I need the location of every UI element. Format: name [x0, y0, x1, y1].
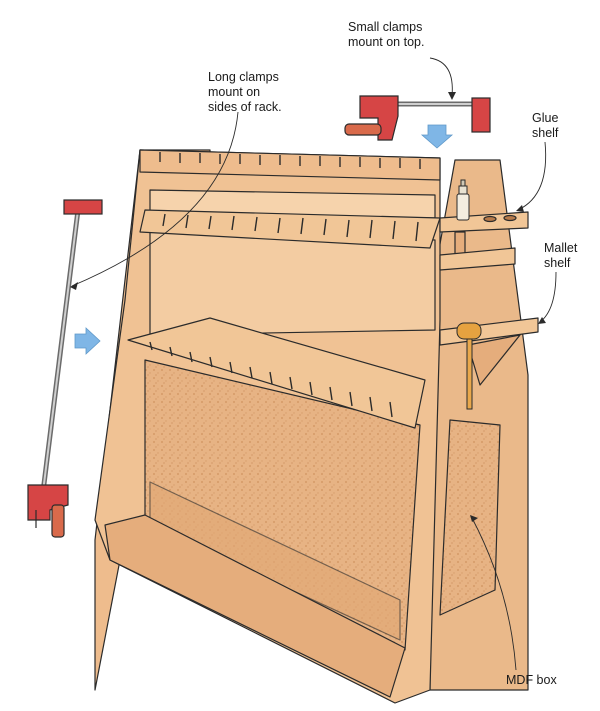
glue-shelf-plate: [439, 247, 516, 271]
upper-shelf: [139, 209, 441, 249]
leader-small-clamps: [429, 57, 453, 97]
label-line: Glue: [532, 111, 559, 125]
label-small-clamps: Small clamps mount on top.: [348, 20, 424, 50]
label-line: MDF box: [506, 673, 557, 687]
top-rail-slots: [159, 152, 421, 169]
label-line: Long clamps: [208, 70, 279, 84]
label-line: mount on top.: [348, 35, 425, 49]
glue-bottle-icon: [456, 179, 470, 221]
small-clamp-icon: [344, 95, 491, 141]
glue-shelf-hole: [503, 214, 517, 222]
leader-mdf-box: [471, 517, 517, 671]
right-arrow-icon: [74, 327, 101, 355]
leader-mallet-shelf: [539, 271, 557, 323]
top-rail: [139, 149, 441, 181]
leader-long-clamps: [71, 111, 239, 287]
label-glue-shelf: Glue shelf: [532, 111, 558, 141]
mallet-icon: [456, 322, 482, 410]
leader-glue-shelf: [517, 141, 547, 211]
label-line: Small clamps: [348, 20, 423, 34]
glue-shelf-hole: [483, 215, 497, 223]
down-arrow-icon: [420, 124, 454, 149]
lower-shelf-slots: [149, 341, 393, 418]
label-line: sides of rack.: [208, 100, 282, 114]
mdf-box-inner-edge: [149, 481, 401, 641]
rack: [94, 149, 539, 704]
long-clamp-icon: [27, 199, 103, 538]
upper-shelf-slots: [162, 213, 419, 242]
right-side-cutout: [439, 419, 501, 616]
middle-opening: [149, 231, 436, 336]
glue-shelf-support: [454, 231, 466, 255]
label-mallet-shelf: Mallet shelf: [544, 241, 577, 271]
label-line: mount on: [208, 85, 261, 99]
label-long-clamps: Long clamps mount on sides of rack.: [208, 70, 282, 115]
mallet-shelf-bracket: [467, 334, 521, 386]
label-line: shelf: [532, 126, 559, 140]
label-line: Mallet: [544, 241, 578, 255]
leader-arrowheads: [70, 92, 546, 522]
rack-base: [104, 514, 406, 698]
label-line: shelf: [544, 256, 571, 270]
label-mdf-box: MDF box: [506, 673, 557, 688]
